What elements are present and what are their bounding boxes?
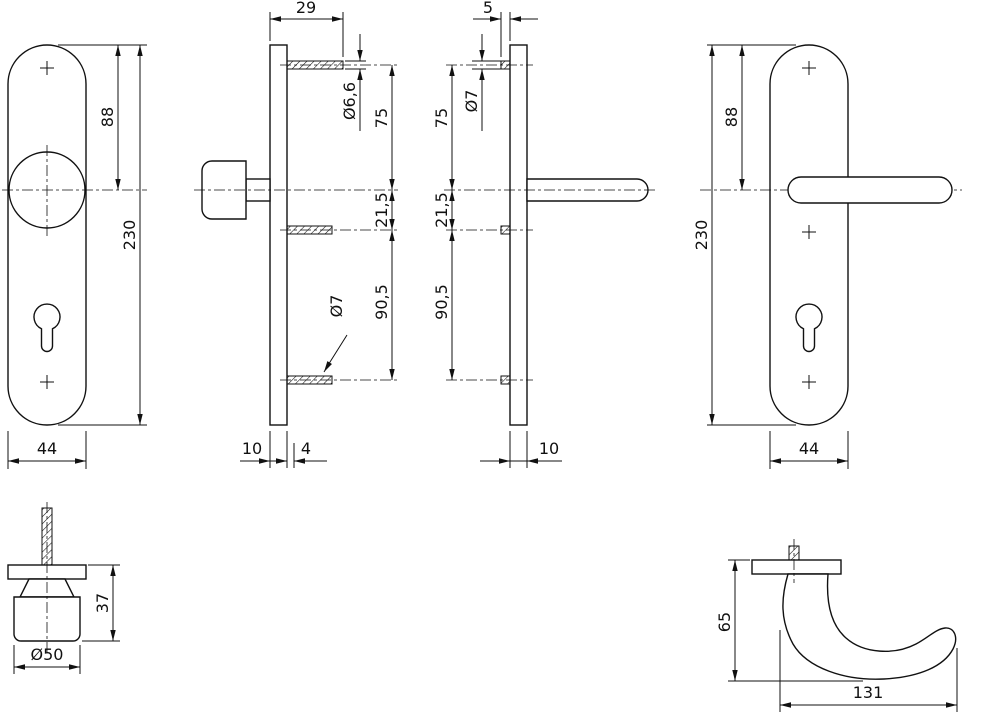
dim-label-4: 4 [301, 439, 311, 458]
view-lever-detail: 65 131 [715, 539, 958, 712]
lever-handle [787, 176, 953, 204]
view-knob-detail: 37 Ø50 [7, 502, 120, 674]
dim-label-hole-bottom: Ø7 [327, 295, 346, 318]
screw-mark-top [802, 61, 816, 75]
dim-label-90-5: 90,5 [432, 284, 451, 320]
dim-label-21-5: 21,5 [372, 192, 391, 228]
extension-lines [58, 44, 147, 426]
plate-profile [269, 44, 288, 426]
extension-lines-width [769, 431, 849, 469]
dim-label-90-5: 90,5 [372, 284, 391, 320]
view-knob-plate-front: 88 230 44 [2, 44, 147, 469]
view-lever-plate-side: 5 Ø7 75 21,5 90,5 10 [432, 0, 658, 468]
dim-label-50: Ø50 [31, 645, 64, 664]
extension-lines-hole [472, 60, 501, 70]
dim-label-65: 65 [715, 612, 734, 632]
dim-label-5: 5 [483, 0, 493, 17]
lever-flange [751, 559, 842, 575]
dim-label-230: 230 [120, 220, 139, 251]
dim-label-21-5: 21,5 [432, 192, 451, 228]
dim-label-hole-top: Ø6,6 [340, 82, 359, 120]
view-lever-plate-front: 88 230 44 [692, 44, 962, 469]
dim-label-44: 44 [37, 439, 57, 458]
extension-lines-thickness [509, 431, 528, 468]
centerlines-posts [446, 64, 533, 381]
extension-lines-height [82, 564, 120, 642]
dim-label-131: 131 [853, 683, 884, 702]
screw-mark-bottom [802, 375, 816, 389]
extension-lines-thickness [269, 431, 295, 468]
dim-label-75: 75 [432, 108, 451, 128]
dim-label-37: 37 [93, 593, 112, 613]
dim-label-88: 88 [722, 107, 741, 127]
dim-label-88: 88 [98, 107, 117, 127]
euro-cylinder-keyhole [33, 303, 61, 353]
euro-cylinder-keyhole [795, 303, 823, 353]
extension-lines-diameter [13, 645, 81, 674]
extension-lines-length [779, 630, 958, 712]
extension-lines-stub [500, 12, 511, 57]
screw-mark-bottom [40, 375, 54, 389]
extension-lines-width [7, 431, 87, 469]
dim-label-44: 44 [799, 439, 819, 458]
dim-label-10: 10 [242, 439, 262, 458]
dim-label-75: 75 [372, 108, 391, 128]
dim-label-10: 10 [539, 439, 559, 458]
dim-label-29: 29 [296, 0, 316, 17]
lever-grip-curve [782, 573, 957, 680]
dim-label-hole-top: Ø7 [462, 90, 481, 113]
extension-lines [707, 44, 796, 426]
dim-label-230: 230 [692, 220, 711, 251]
screw-mark-middle [802, 225, 816, 239]
leader-line-hole-bottom [323, 334, 348, 373]
extension-lines-hole [345, 60, 366, 70]
extension-lines-height [728, 559, 863, 682]
plate-profile [509, 44, 528, 426]
screw-mark-top [40, 61, 54, 75]
view-knob-plate-side: 29 Ø6,6 75 21,5 90,5 Ø7 10 4 [194, 0, 398, 468]
